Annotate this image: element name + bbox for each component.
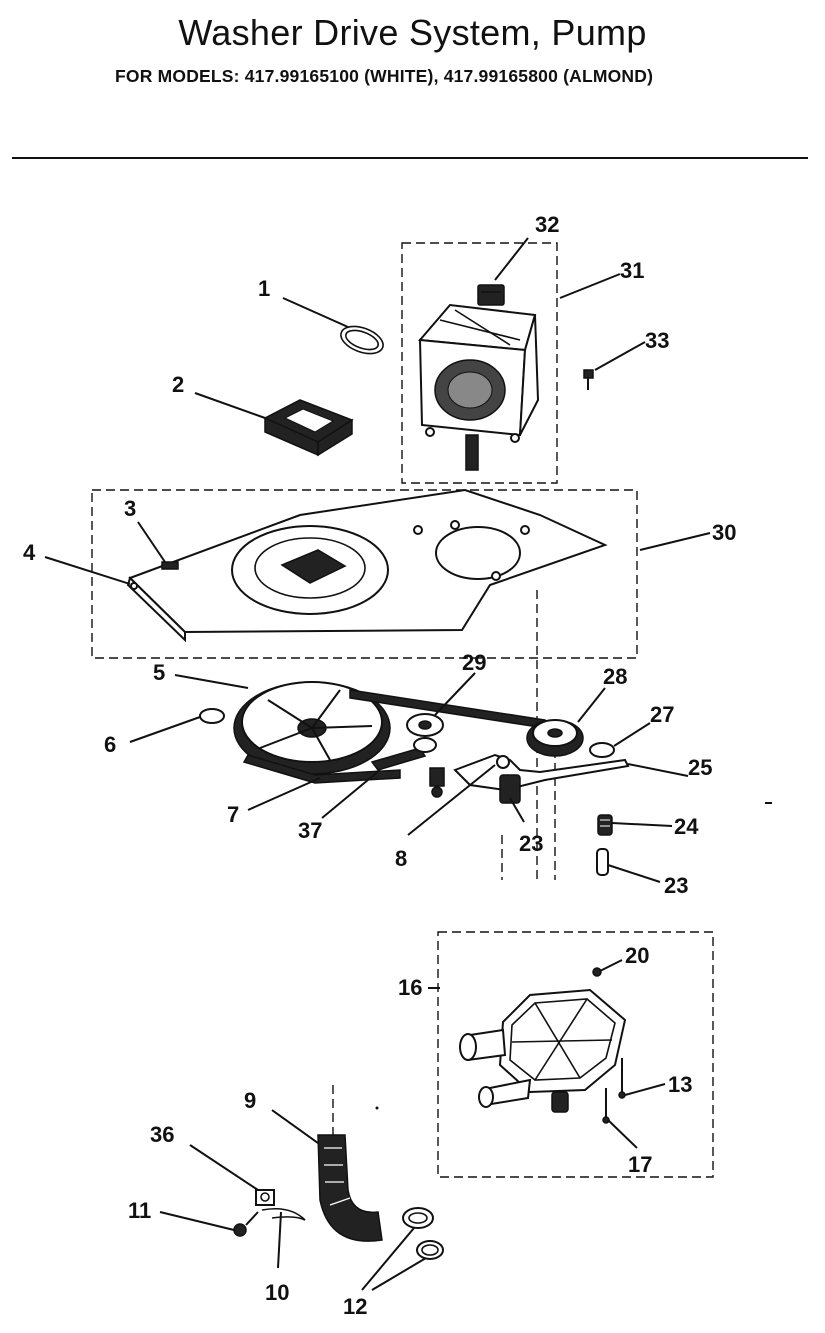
callout-24: 24 <box>674 814 699 839</box>
part-29-idler-pulley[interactable] <box>406 713 444 753</box>
pump-group-box <box>437 931 714 1178</box>
header-divider <box>12 157 808 159</box>
callout-17: 17 <box>628 1152 652 1177</box>
part-24-spring[interactable] <box>597 814 613 836</box>
part-13-screw[interactable] <box>618 1058 626 1099</box>
part-1-clip[interactable] <box>337 321 387 359</box>
callout-10: 10 <box>265 1280 289 1305</box>
part-6-washer[interactable] <box>199 708 225 724</box>
callout-23-right: 23 <box>664 873 688 898</box>
callout-9: 9 <box>244 1088 256 1113</box>
part-11-screw[interactable] <box>233 1211 259 1237</box>
callout-16: 16 <box>398 975 422 1000</box>
callout-3: 3 <box>124 496 136 521</box>
part-23-clip[interactable] <box>596 848 609 876</box>
part-37-belt-segment[interactable] <box>370 747 427 771</box>
callout-37: 37 <box>298 818 322 843</box>
callout-7: 7 <box>227 802 239 827</box>
part-33-screw[interactable] <box>583 369 594 390</box>
part-31-drive-motor[interactable] <box>417 303 540 471</box>
callout-12: 12 <box>343 1294 367 1319</box>
callout-31: 31 <box>620 258 644 283</box>
callout-30: 30 <box>712 520 736 545</box>
part-36-bracket[interactable] <box>255 1189 275 1206</box>
part-17-screw[interactable] <box>602 1088 610 1124</box>
callout-5: 5 <box>153 660 165 685</box>
part-4-screw[interactable] <box>130 582 138 590</box>
part-9-hose[interactable] <box>317 1134 383 1242</box>
callout-2: 2 <box>172 372 184 397</box>
leader-lines <box>44 237 711 1291</box>
part-12-hose-clamps[interactable] <box>402 1207 444 1260</box>
part-2-pad[interactable] <box>263 399 354 457</box>
part-28-motor-pulley[interactable] <box>526 719 584 757</box>
base-group-box <box>91 489 638 659</box>
part-8-idler-arm[interactable] <box>429 753 630 804</box>
part-20-screw[interactable] <box>592 967 602 977</box>
callout-27: 27 <box>650 702 674 727</box>
callout-20: 20 <box>625 943 649 968</box>
part-32-connector[interactable] <box>477 284 505 306</box>
motor-group-box <box>401 242 558 484</box>
callout-labels: 32 31 1 33 2 3 30 4 5 29 28 27 6 25 7 37… <box>23 212 736 1319</box>
callout-13: 13 <box>668 1072 692 1097</box>
callout-32: 32 <box>535 212 559 237</box>
callout-4: 4 <box>23 540 36 565</box>
part-3-screw[interactable] <box>161 561 179 570</box>
callout-33: 33 <box>645 328 669 353</box>
callout-1: 1 <box>258 276 270 301</box>
part-16-pump[interactable] <box>459 988 627 1113</box>
callout-11: 11 <box>128 1198 151 1223</box>
model-numbers-subtitle: FOR MODELS: 417.99165100 (WHITE), 417.99… <box>115 66 654 86</box>
page-title: Washer Drive System, Pump <box>178 12 647 53</box>
callout-8: 8 <box>395 846 407 871</box>
callout-6: 6 <box>104 732 116 757</box>
callout-36: 36 <box>150 1122 174 1147</box>
part-30-base-plate[interactable] <box>126 488 608 643</box>
part-10-strap[interactable] <box>261 1207 306 1221</box>
callout-25: 25 <box>688 755 712 780</box>
callout-28: 28 <box>603 664 627 689</box>
callout-29: 29 <box>462 650 486 675</box>
part-27-washer[interactable] <box>589 742 615 758</box>
stray-dot <box>375 1106 379 1110</box>
callout-23-left: 23 <box>519 831 543 856</box>
